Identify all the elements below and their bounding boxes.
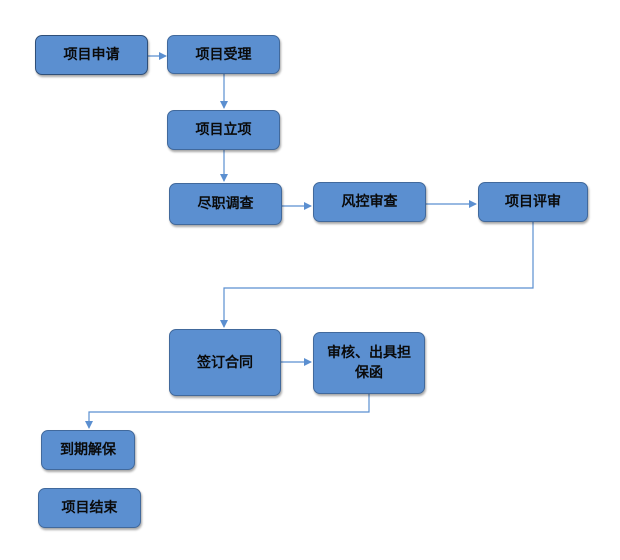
node-project-review: 项目评审 bbox=[478, 182, 588, 222]
node-due-diligence: 尽职调查 bbox=[169, 183, 282, 225]
node-label: 项目立项 bbox=[195, 122, 252, 138]
arrow-review-to-contract bbox=[220, 222, 534, 328]
node-issue-guarantee: 审核、出具担 保函 bbox=[313, 332, 425, 394]
node-label: 项目结束 bbox=[61, 500, 118, 516]
node-label: 项目评审 bbox=[505, 194, 561, 210]
arrow-guarantee-to-release bbox=[85, 394, 370, 429]
node-label: 签订合同 bbox=[197, 354, 253, 371]
node-label-line2: 保函 bbox=[355, 365, 383, 381]
node-sign-contract: 签订合同 bbox=[169, 329, 281, 396]
node-label: 项目申请 bbox=[63, 47, 120, 63]
node-project-accept: 项目受理 bbox=[167, 35, 280, 74]
node-label: 到期解保 bbox=[60, 442, 116, 458]
node-project-approve: 项目立项 bbox=[167, 110, 280, 150]
node-label: 项目受理 bbox=[195, 46, 252, 63]
node-release-guarantee: 到期解保 bbox=[41, 430, 135, 470]
node-label: 尽职调查 bbox=[197, 196, 254, 212]
node-label-line1: 审核、出具担 bbox=[327, 345, 411, 361]
node-label: 风控审查 bbox=[341, 194, 398, 210]
node-project-end: 项目结束 bbox=[38, 488, 141, 528]
node-project-apply: 项目申请 bbox=[35, 35, 148, 75]
node-risk-review: 风控审查 bbox=[313, 182, 426, 222]
